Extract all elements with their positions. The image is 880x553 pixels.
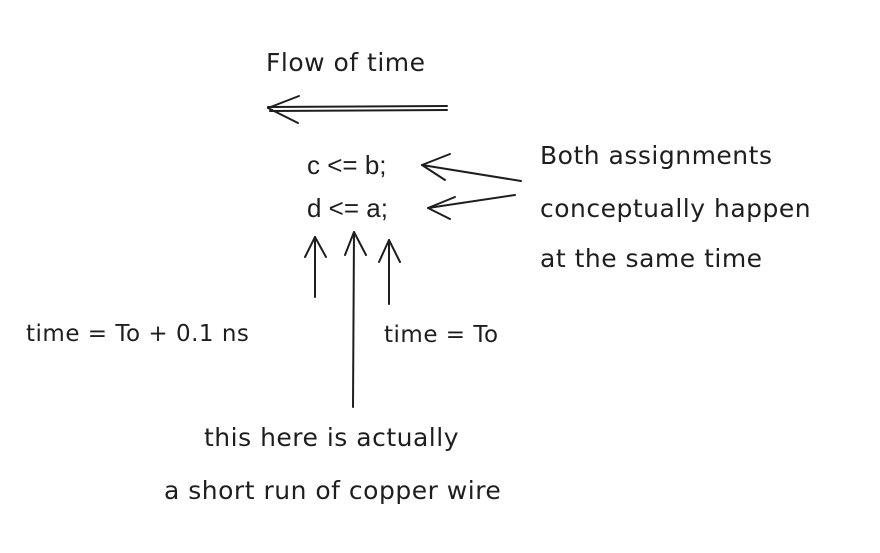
arrow-to-first-assignment xyxy=(421,153,522,182)
note-line-2: conceptually happen xyxy=(540,194,812,223)
flow-of-time-label: Flow of time xyxy=(266,48,426,77)
wire-note-line-2: a short run of copper wire xyxy=(164,476,502,505)
code-line-1: c <= b; xyxy=(307,150,387,180)
time-left-label: time = To + 0.1 ns xyxy=(26,321,250,347)
arrow-to-second-assignment xyxy=(427,194,516,220)
note-line-3: at the same time xyxy=(540,244,763,273)
code-line-2: d <= a; xyxy=(307,193,388,223)
left-up-arrow xyxy=(304,236,327,298)
note-line-1: Both assignments xyxy=(540,141,773,170)
flow-of-time-arrow xyxy=(267,95,448,124)
time-right-label: time = To xyxy=(384,322,499,348)
wire-up-arrow xyxy=(344,231,367,408)
wire-note-line-1: this here is actually xyxy=(204,423,459,452)
right-up-arrow xyxy=(378,239,401,305)
